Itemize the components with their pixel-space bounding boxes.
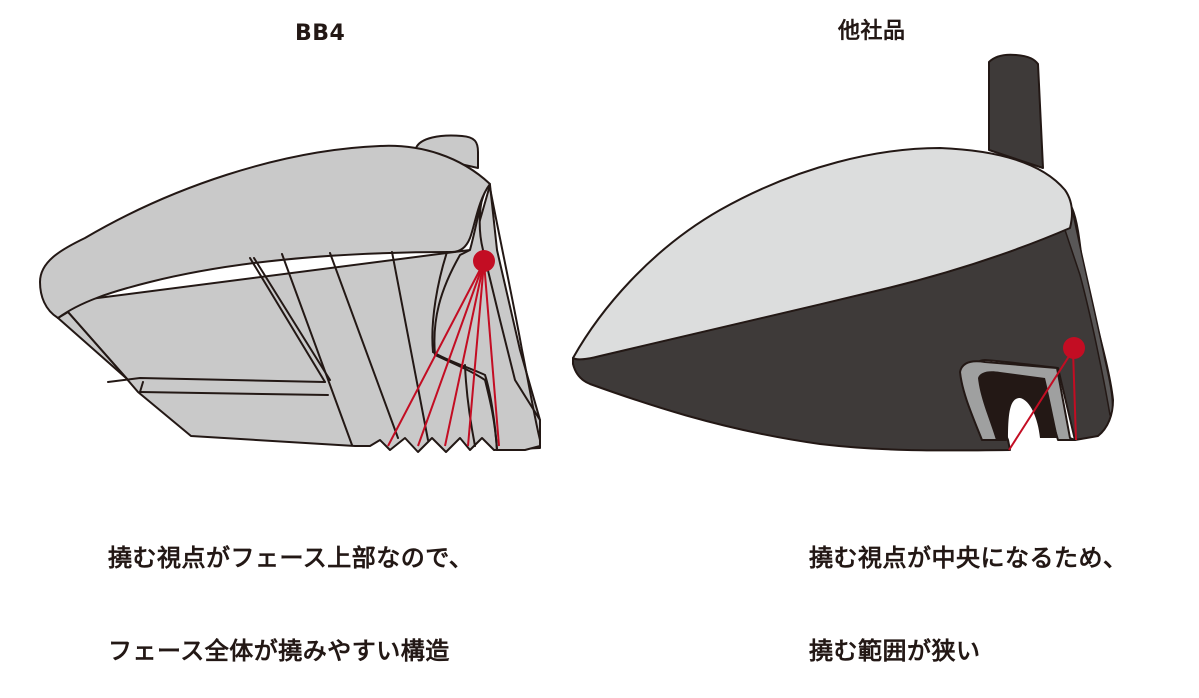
right-caption-line-1: 撓む視点が中央になるため、 — [809, 544, 1128, 572]
left-caption-line-1: 撓む視点がフェース上部なので、 — [108, 544, 474, 572]
competitor-driver-head — [572, 53, 1114, 452]
competitor-flex-point-icon — [1063, 337, 1085, 359]
right-title: 他社品 — [838, 19, 906, 44]
diagram-canvas — [39, 53, 1114, 453]
bb4-driver-head — [39, 134, 541, 453]
competitor-flex-rays — [1008, 349, 1077, 451]
right-caption: 撓む視点が中央になるため、 撓む範囲が狭い — [809, 481, 1128, 698]
left-title: BB4 — [295, 21, 346, 46]
right-caption-line-2: 撓む範囲が狭い — [809, 637, 981, 665]
left-caption-line-2: フェース全体が撓みやすい構造 — [108, 637, 450, 665]
bb4-flex-rays — [387, 261, 500, 447]
bb4-flex-point-icon — [473, 250, 495, 272]
left-caption: 撓む視点がフェース上部なので、 フェース全体が撓みやすい構造 — [108, 481, 473, 698]
bb4-sole-lines — [57, 187, 541, 451]
